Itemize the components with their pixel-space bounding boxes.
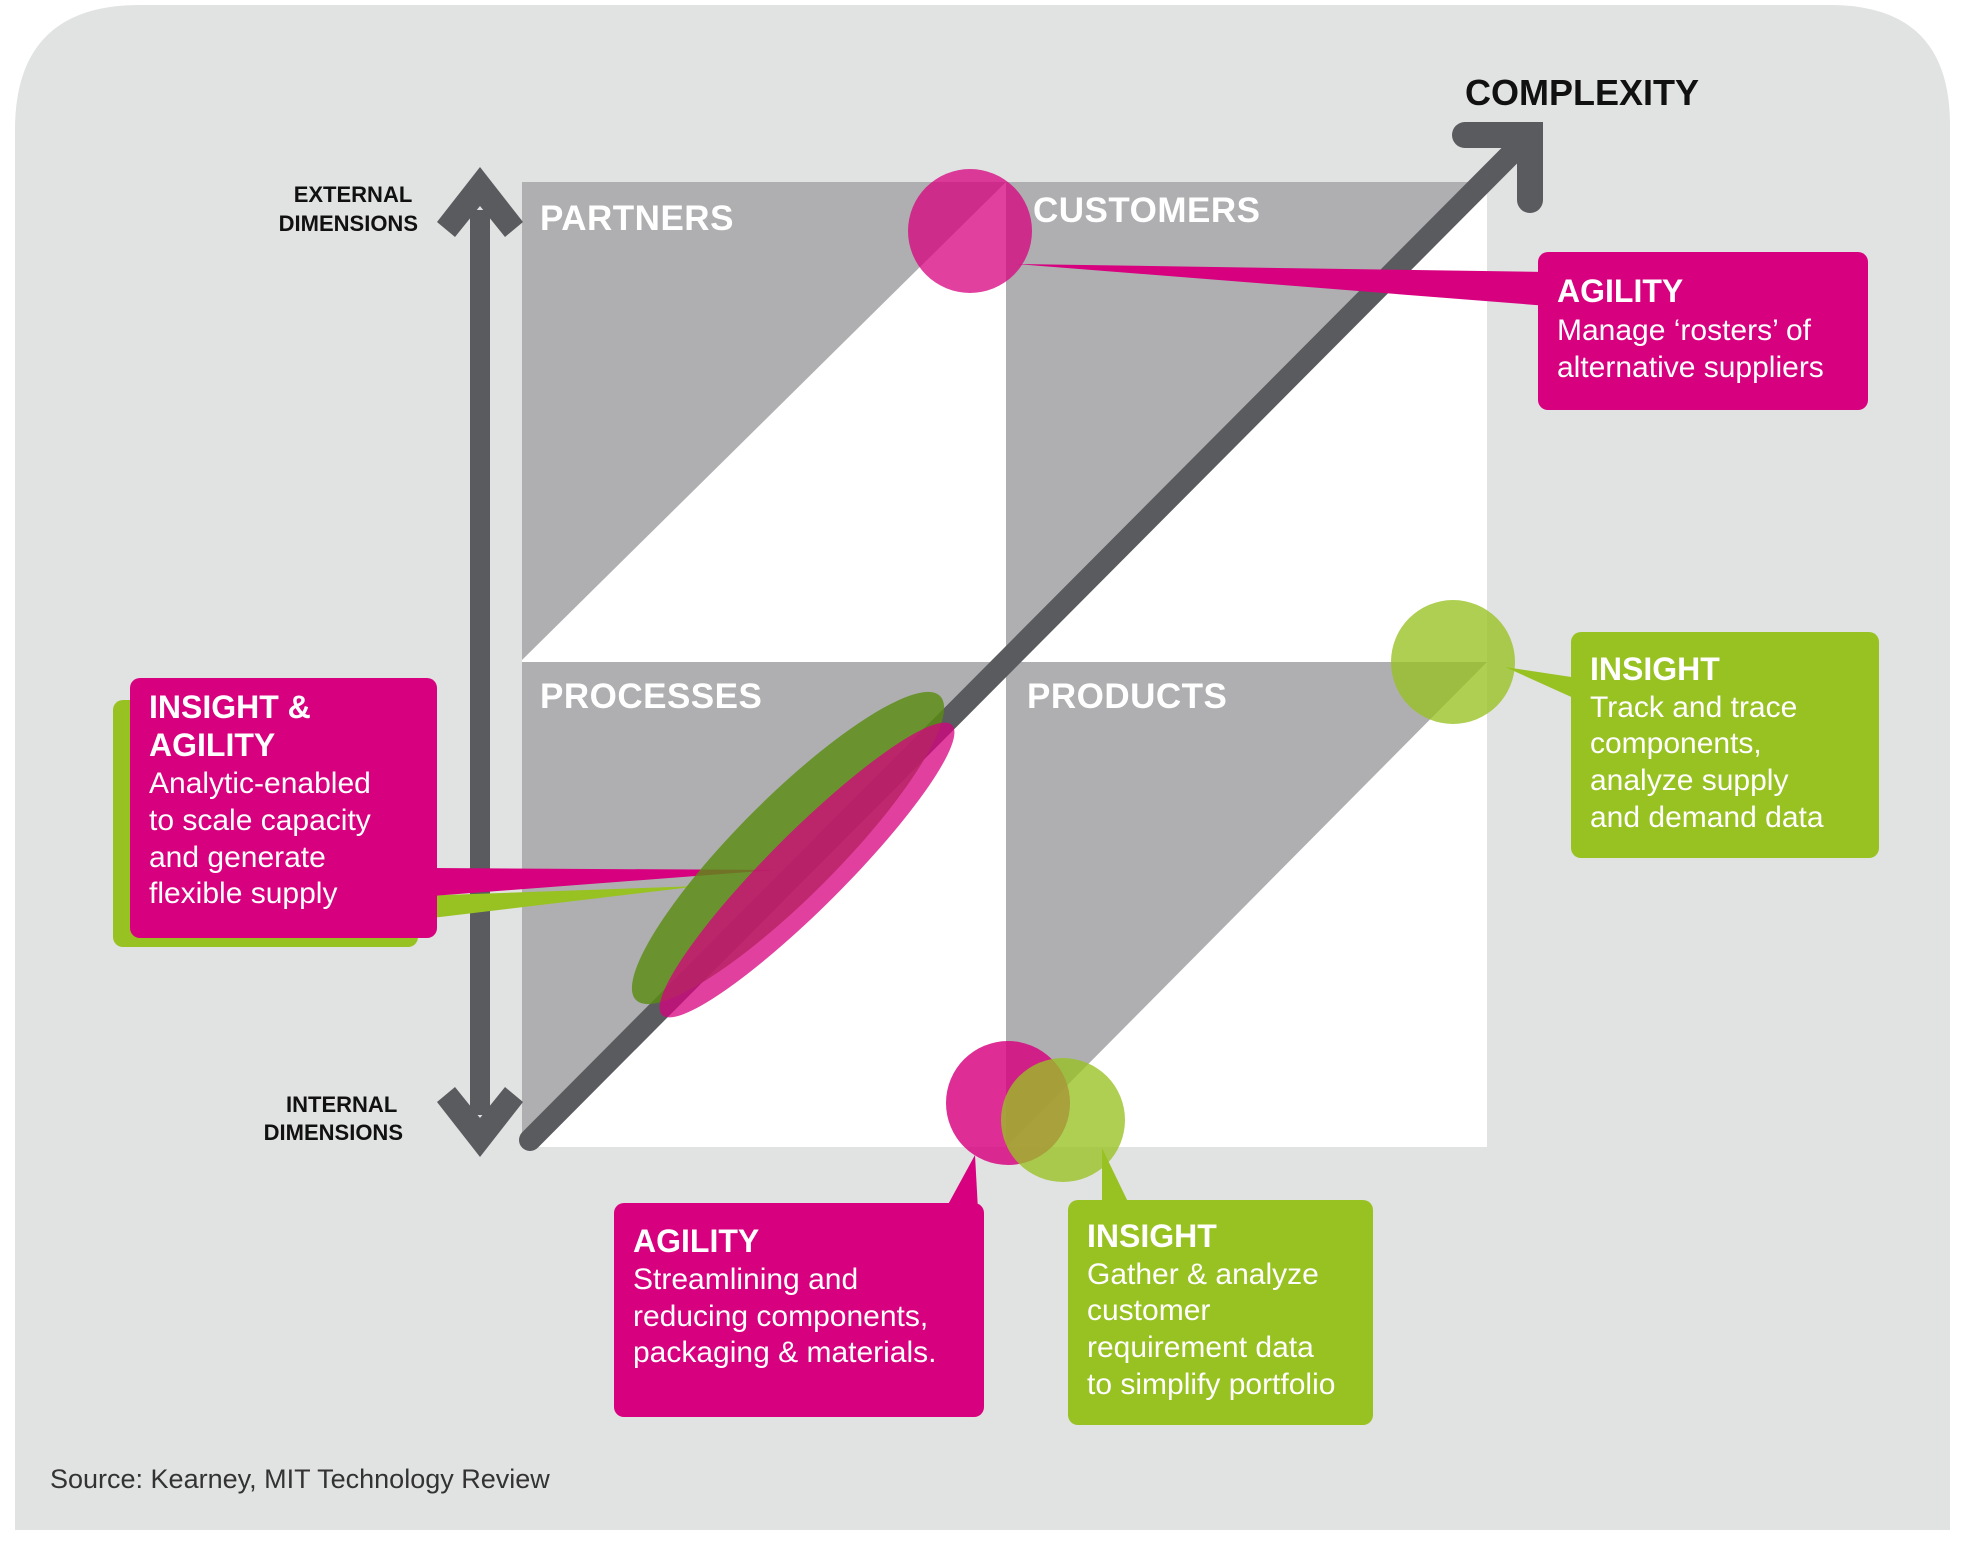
quadrant-label-partners: PARTNERS	[540, 199, 734, 238]
callout-body: Manage ‘rosters’ of alternative supplier…	[1557, 314, 1824, 384]
agility-bottom-pointer	[945, 1155, 978, 1210]
insight-processes-pointer	[415, 886, 700, 920]
insight-bottom-pointer	[1102, 1148, 1130, 1206]
callout-box	[614, 1203, 984, 1417]
agility-bottom-callout: AGILITY Streamlining and reducing compon…	[614, 1203, 984, 1417]
callout-heading: AGILITY	[633, 1223, 759, 1259]
external-dimensions-label: EXTERNAL DIMENSIONS	[279, 182, 418, 236]
callout-body: Analytic-enabled to scale capacity and g…	[149, 767, 379, 910]
insight-bottom-callout: INSIGHT Gather & analyze customer requir…	[1068, 1200, 1373, 1425]
callout-heading: INSIGHT & AGILITY	[149, 689, 320, 763]
quadrant-label-customers: CUSTOMERS	[1033, 191, 1261, 230]
insight-products-marker	[1391, 600, 1515, 724]
insight-bottom-marker	[1001, 1058, 1125, 1182]
agility-customers-callout: AGILITY Manage ‘rosters’ of alternative …	[1538, 252, 1868, 410]
source-note: Source: Kearney, MIT Technology Review	[50, 1464, 550, 1494]
callout-body: Track and trace components, analyze supp…	[1590, 691, 1824, 834]
complexity-arrow-head	[1452, 122, 1543, 213]
callout-heading: INSIGHT	[1087, 1218, 1217, 1254]
agility-processes-pointer	[432, 868, 775, 896]
callout-box	[1068, 1200, 1373, 1425]
agility-processes-marker	[659, 722, 955, 1018]
insight-products-callout: INSIGHT Track and trace components, anal…	[1571, 632, 1879, 858]
agility-customers-marker	[908, 169, 1032, 293]
quadrant-label-products: PRODUCTS	[1027, 677, 1227, 716]
vertical-axis-head-up	[437, 167, 523, 237]
insight-agility-callout: INSIGHT & AGILITY Analytic-enabled to sc…	[113, 678, 437, 947]
vertical-axis-head-down	[437, 1087, 523, 1157]
agility-customers-pointer	[1016, 264, 1548, 306]
callout-heading: AGILITY	[1557, 273, 1683, 309]
complexity-title: COMPLEXITY	[1465, 72, 1699, 113]
callout-box	[130, 678, 437, 938]
partners-shade	[522, 182, 1006, 660]
callout-body: Streamlining and reducing components, pa…	[633, 1263, 937, 1369]
callout-heading: INSIGHT	[1590, 651, 1720, 687]
quadrant-label-processes: PROCESSES	[540, 677, 762, 716]
vertical-axis-shaft	[470, 210, 490, 1115]
internal-dimensions-label: INTERNAL DIMENSIONS	[264, 1092, 403, 1145]
callout-box	[1538, 252, 1868, 410]
products-shade	[1006, 662, 1487, 1147]
callout-body: Gather & analyze customer requirement da…	[1087, 1258, 1335, 1401]
insight-products-pointer	[1505, 667, 1578, 700]
callout-box	[1571, 632, 1879, 858]
